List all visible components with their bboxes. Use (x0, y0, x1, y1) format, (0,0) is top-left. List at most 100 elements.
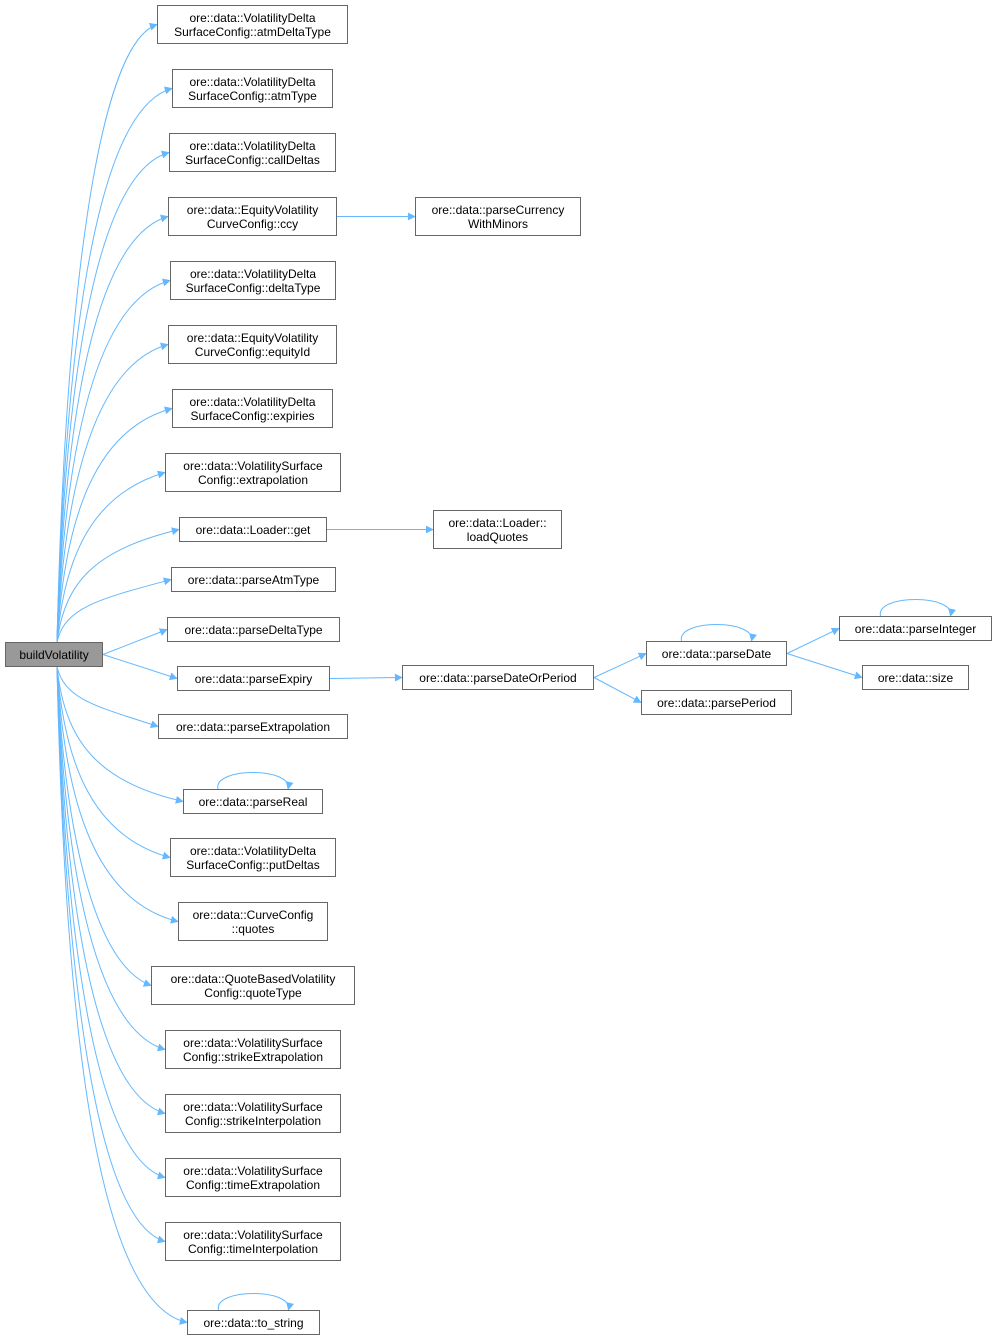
edge-buildVolatility-to-extrapolation (56, 470, 166, 643)
edge-parseInteger-to-parseInteger (879, 599, 956, 617)
node-label-line: CurveConfig::equityId (194, 344, 311, 359)
node-parseExpiry[interactable]: ore::data::parseExpiry (177, 666, 330, 691)
edge-buildVolatility-to-parseExtrapolation (56, 666, 159, 729)
node-label-line: ore::data::QuoteBasedVolatility (170, 971, 336, 986)
edge-buildVolatility-to-strikeInterpolation (56, 666, 166, 1116)
node-parseExtrapolation[interactable]: ore::data::parseExtrapolation (158, 714, 348, 739)
edge-parseDate-to-size (786, 653, 863, 680)
node-label-line: ore::data::VolatilityDelta (189, 74, 316, 89)
node-label-line: ore::data::parseInteger (854, 621, 977, 636)
node-label-line: SurfaceConfig::deltaType (185, 280, 321, 295)
node-label-line: ore::data::VolatilityDelta (189, 266, 317, 281)
edge-buildVolatility-to-parseExpiry (102, 654, 178, 681)
node-label-line: ore::data::CurveConfig (192, 907, 314, 922)
node-parsePeriod[interactable]: ore::data::parsePeriod (641, 690, 792, 715)
node-loadQuotes[interactable]: ore::data::Loader::loadQuotes (433, 510, 562, 549)
node-label-line: ore::data::parseReal (198, 794, 308, 809)
node-label-line: ore::data::VolatilitySurface (183, 1227, 323, 1242)
node-label-line: ore::data::parseExtrapolation (175, 719, 331, 734)
edge-buildVolatility-to-timeExtrapolation (56, 666, 166, 1180)
node-label-line: ore::data::VolatilityDelta (189, 843, 317, 858)
edge-parseExpiry-to-parseDateOrPeriod (329, 673, 403, 682)
edge-buildVolatility-to-putDeltas (56, 666, 171, 860)
edge-parseDate-to-parseDate (680, 624, 757, 642)
node-label-line: Config::strikeExtrapolation (182, 1049, 324, 1064)
node-label-line: CurveConfig::ccy (206, 216, 299, 231)
node-label-line: ore::data::Loader::get (195, 522, 311, 537)
edge-buildVolatility-to-quoteType (56, 666, 152, 987)
edge-parseReal-to-parseReal (217, 772, 294, 790)
node-label-line: ore::data::parseAtmType (187, 572, 320, 587)
node-parseAtmType[interactable]: ore::data::parseAtmType (171, 567, 336, 592)
edge-buildVolatility-to-ccy (56, 214, 169, 643)
edge-buildVolatility-to-strikeExtrapolation (56, 666, 166, 1052)
edge-parseDate-to-parseInteger (786, 628, 840, 654)
edge-buildVolatility-to-atmType (56, 86, 173, 643)
edge-buildVolatility-to-equityId (56, 342, 169, 643)
edge-buildVolatility-to-parseAtmType (56, 577, 172, 643)
edge-buildVolatility-to-loaderGet (56, 527, 180, 643)
node-label-line: ::quotes (231, 921, 275, 936)
node-parseDateOrPeriod[interactable]: ore::data::parseDateOrPeriod (402, 665, 594, 690)
node-parseInteger[interactable]: ore::data::parseInteger (839, 616, 992, 641)
node-label-line: loadQuotes (466, 529, 529, 544)
node-label-line: SurfaceConfig::expiries (190, 408, 315, 423)
node-quotes[interactable]: ore::data::CurveConfig::quotes (178, 902, 328, 941)
edge-buildVolatility-to-quotes (56, 666, 179, 924)
node-loaderGet[interactable]: ore::data::Loader::get (179, 517, 327, 542)
edge-buildVolatility-to-timeInterpolation (56, 666, 166, 1244)
node-toString[interactable]: ore::data::to_string (187, 1310, 320, 1335)
node-label-line: SurfaceConfig::atmType (188, 88, 317, 103)
edge-buildVolatility-to-expiries (56, 406, 173, 643)
node-label-line: ore::data::EquityVolatility (186, 202, 319, 217)
node-label-line: ore::data::to_string (203, 1315, 304, 1330)
node-label-line: ore::data::VolatilityDelta (189, 394, 316, 409)
edge-buildVolatility-to-parseReal (56, 666, 184, 804)
node-label-line: ore::data::parsePeriod (657, 695, 776, 710)
edge-buildVolatility-to-parseDeltaType (102, 628, 168, 655)
node-label-line: ore::data::VolatilitySurface (183, 458, 323, 473)
node-label-line: Config::strikeInterpolation (184, 1113, 322, 1128)
node-label-line: ore::data::VolatilitySurface (183, 1163, 323, 1178)
node-label-line: ore::data::VolatilitySurface (183, 1099, 323, 1114)
node-label-line: ore::data::parseDateOrPeriod (419, 670, 577, 685)
node-parseDate[interactable]: ore::data::parseDate (646, 641, 787, 666)
node-label-line: Config::timeInterpolation (187, 1241, 319, 1256)
edge-buildVolatility-to-atmDeltaType (56, 23, 158, 643)
node-label-line: Config::extrapolation (197, 472, 309, 487)
node-label-line: Config::timeExtrapolation (185, 1177, 321, 1192)
node-parseDeltaType[interactable]: ore::data::parseDeltaType (167, 617, 340, 642)
edge-toString-to-toString (217, 1293, 294, 1311)
node-label-line: ore::data::VolatilityDelta (189, 10, 316, 25)
node-size[interactable]: ore::data::size (862, 665, 969, 690)
node-label-line: ore::data::parseDate (661, 646, 772, 661)
node-label-line: Config::quoteType (204, 985, 302, 1000)
node-label-line: WithMinors (467, 216, 528, 231)
node-label-line: SurfaceConfig::atmDeltaType (174, 24, 331, 39)
node-label-line: buildVolatility (19, 647, 89, 662)
node-label-line: ore::data::VolatilitySurface (183, 1035, 323, 1050)
edge-buildVolatility-to-callDeltas (56, 150, 170, 643)
node-label-line: SurfaceConfig::putDeltas (186, 857, 320, 872)
edge-buildVolatility-to-deltaType (56, 278, 171, 643)
edge-parseDateOrPeriod-to-parsePeriod (593, 677, 642, 703)
node-label-line: ore::data::parseExpiry (194, 671, 313, 686)
node-parseReal[interactable]: ore::data::parseReal (183, 789, 323, 814)
edge-parseDateOrPeriod-to-parseDate (593, 652, 647, 678)
